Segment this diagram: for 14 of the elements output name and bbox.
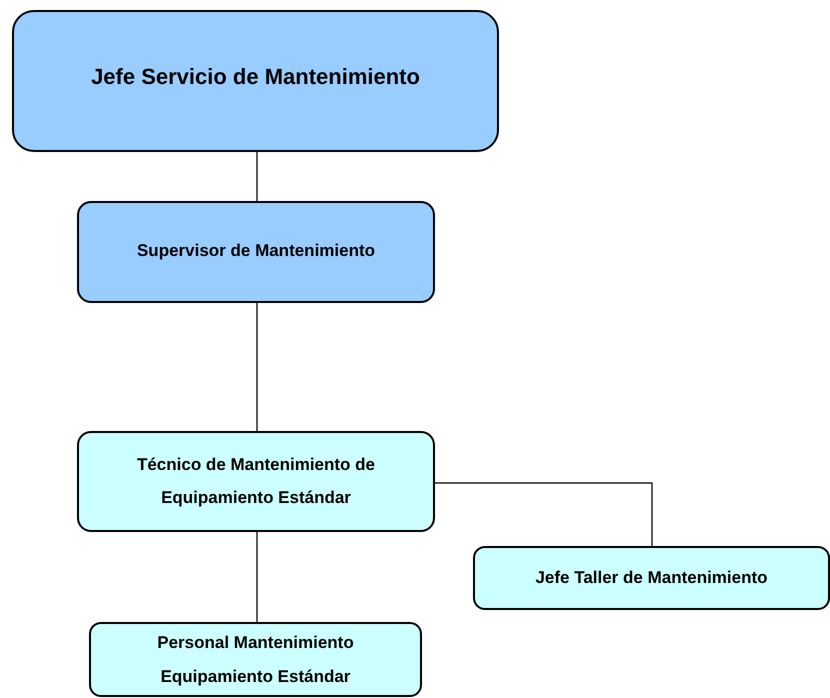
connector-line xyxy=(256,303,258,431)
position-box xyxy=(12,10,499,152)
position-box xyxy=(473,546,830,610)
connector-line xyxy=(435,482,653,546)
position-box xyxy=(77,431,435,532)
position-title: Jefe Taller de Mantenimiento xyxy=(535,568,768,588)
position-box xyxy=(77,201,435,303)
connector-line xyxy=(256,152,258,201)
position-box xyxy=(89,622,422,697)
position-title: Personal Mantenimiento Equipamiento Estándar xyxy=(156,632,355,688)
connector-line xyxy=(256,532,258,622)
position-title: Supervisor de Mantenimiento xyxy=(136,240,376,262)
position-title: Técnico de Mantenimiento de Equipamiento Estándar xyxy=(136,454,376,508)
position-title: Jefe Servicio de Mantenimiento xyxy=(91,64,420,90)
